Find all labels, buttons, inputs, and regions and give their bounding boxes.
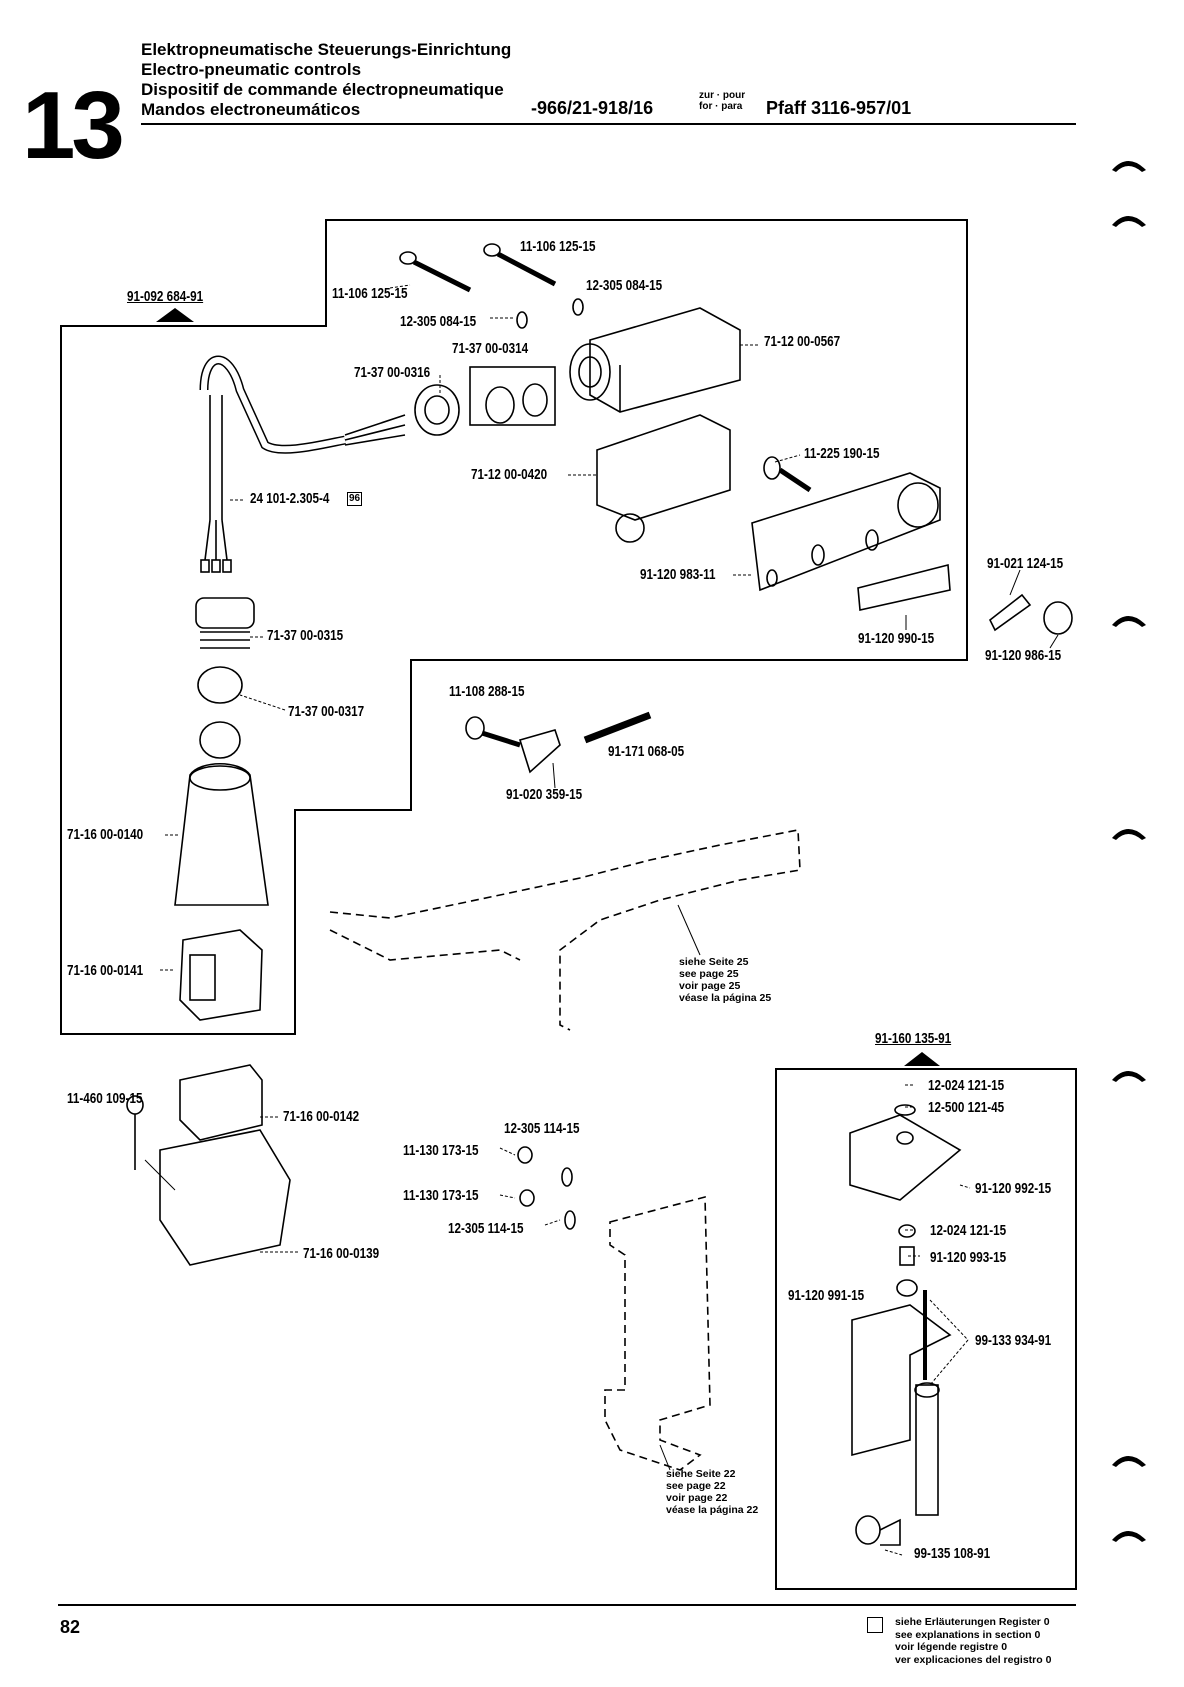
part-label: 11-460 109-15 xyxy=(67,1090,143,1107)
badge-icon: 96 xyxy=(347,492,363,506)
cylinder-assembly-frame xyxy=(775,1068,1077,1590)
part-label: 91-021 124-15 xyxy=(987,555,1064,572)
for-label-bottom: for · para xyxy=(699,101,743,112)
microswitch xyxy=(596,414,731,521)
switch-housing xyxy=(589,307,741,413)
part-label: 71-12 00-0567 xyxy=(764,333,841,350)
model-number: Pfaff 3116-957/01 xyxy=(766,98,912,118)
part-label: 12-500 121-45 xyxy=(928,1099,1005,1116)
title-es: Mandos electroneumáticos xyxy=(141,100,361,119)
threaded-gland xyxy=(195,597,255,629)
legend-text: siehe Erläuterungen Register 0 see expla… xyxy=(895,1616,1051,1666)
part-label: 91-120 983-11 xyxy=(640,566,716,583)
note-line: see page 25 xyxy=(679,968,739,980)
dashed-machine-part-22 xyxy=(604,1195,711,1471)
part-label: 91-171 068-05 xyxy=(608,743,685,760)
pointer-triangle-left xyxy=(156,308,194,322)
part-label: 91-120 986-15 xyxy=(985,647,1062,664)
part-label-with-badge: 24 101-2.305-4 96 xyxy=(250,490,363,508)
legend-line: ver explicaciones del registro 0 xyxy=(895,1653,1052,1666)
cable-gland xyxy=(414,384,460,436)
part-label: 12-305 114-15 xyxy=(448,1220,524,1237)
note-line: siehe Seite 25 xyxy=(679,956,749,968)
part-label: 11-106 125-15 xyxy=(520,238,596,255)
note-line: siehe Seite 22 xyxy=(666,1468,736,1480)
page-number: 82 xyxy=(60,1617,81,1637)
for-label: zur · pour for · para xyxy=(699,90,745,112)
note-line: voir page 22 xyxy=(666,1492,728,1504)
legend-line: voir légende registre 0 xyxy=(895,1641,1008,1653)
part-label: 24 101-2.305-4 xyxy=(250,490,330,507)
connector-insert xyxy=(179,929,263,1021)
pneumatic-cylinder xyxy=(915,1384,939,1516)
part-label: 91-120 990-15 xyxy=(858,630,935,647)
note-line: see page 22 xyxy=(666,1480,726,1492)
part-label: 12-024 121-15 xyxy=(930,1222,1007,1239)
see-page-25-note: siehe Seite 25 see page 25 voir page 25 … xyxy=(679,956,771,1004)
part-label: 11-225 190-15 xyxy=(804,445,880,462)
dashed-machine-part-25 xyxy=(329,829,801,1031)
part-label: 91-120 992-15 xyxy=(975,1180,1052,1197)
part-label: 91-120 991-15 xyxy=(788,1287,865,1304)
part-label: 91-092 684-91 xyxy=(127,288,204,305)
part-label: 71-16 00-0139 xyxy=(303,1245,380,1262)
mounting-plate xyxy=(751,472,941,592)
part-label: 11-130 173-15 xyxy=(403,1187,479,1204)
legend-checkbox-icon xyxy=(867,1617,883,1633)
part-label: 71-37 00-0315 xyxy=(267,627,344,644)
title-block: Elektropneumatische Steuerungs-Einrichtu… xyxy=(141,40,511,120)
part-label: 91-120 993-15 xyxy=(930,1249,1007,1266)
title-fr: Dispositif de commande électropneumatiqu… xyxy=(141,80,504,99)
connector-hood xyxy=(174,763,269,906)
see-page-22-note: siehe Seite 22 see page 22 voir page 22 … xyxy=(666,1468,758,1516)
part-label: 12-024 121-15 xyxy=(928,1077,1005,1094)
part-label: 99-133 934-91 xyxy=(975,1332,1052,1349)
screw-upper-left xyxy=(399,251,472,293)
part-label: 71-12 00-0420 xyxy=(471,466,548,483)
cable xyxy=(199,355,346,454)
note-line: véase la página 22 xyxy=(666,1504,759,1516)
legend-line: siehe Erläuterungen Register 0 xyxy=(895,1616,1050,1628)
title-en: Electro-pneumatic controls xyxy=(141,60,362,79)
register-tab-marks xyxy=(1112,161,1146,1542)
pointer-triangle-right xyxy=(904,1052,940,1066)
upper-assembly-frame xyxy=(60,219,968,1035)
legend-line: see explanations in section 0 xyxy=(895,1628,1041,1641)
part-label: 11-108 288-15 xyxy=(449,683,525,700)
part-label: 12-305 084-15 xyxy=(400,313,477,330)
part-label: 71-37 00-0317 xyxy=(288,703,365,720)
part-label: 12-305 084-15 xyxy=(586,277,663,294)
part-label: 11-130 173-15 xyxy=(403,1142,479,1159)
for-label-top: zur · pour xyxy=(699,90,746,101)
part-label: 71-16 00-0142 xyxy=(283,1108,360,1125)
part-range: -966/21-918/16 xyxy=(531,98,654,118)
part-label: 11-106 125-15 xyxy=(332,285,408,302)
connector-housing xyxy=(179,1064,263,1141)
part-label: 91-020 359-15 xyxy=(506,786,583,803)
part-label: 91-160 135-91 xyxy=(875,1030,952,1047)
section-number: 13 xyxy=(22,72,125,179)
part-label: 71-37 00-0314 xyxy=(452,340,529,357)
title-de: Elektropneumatische Steuerungs-Einrichtu… xyxy=(141,40,512,59)
angle-bracket xyxy=(851,1304,952,1457)
part-label: 71-16 00-0140 xyxy=(67,826,144,843)
footer-rule xyxy=(58,1604,1076,1606)
part-label: 71-16 00-0141 xyxy=(67,962,144,979)
part-label: 12-305 114-15 xyxy=(504,1120,580,1137)
angle-bracket-top xyxy=(849,1114,962,1201)
part-label: 71-37 00-0316 xyxy=(354,364,431,381)
note-line: voir page 25 xyxy=(679,980,741,992)
note-line: véase la página 25 xyxy=(679,992,772,1004)
header-rule xyxy=(141,123,1076,125)
part-label: 99-135 108-91 xyxy=(914,1545,991,1562)
screw-upper-right xyxy=(483,243,557,287)
